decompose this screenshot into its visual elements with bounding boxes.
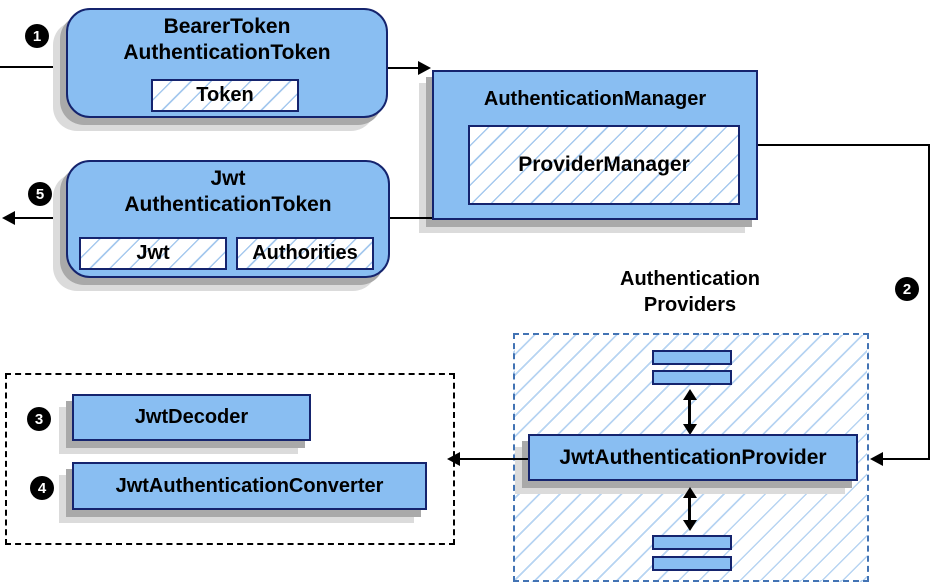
flow-line-manager-to-jwt <box>390 217 432 219</box>
bearer-token-title: BearerToken AuthenticationToken <box>66 14 388 66</box>
jwt-authentication-converter-label: JwtAuthenticationConverter <box>115 474 384 497</box>
bidirectional-arrow-bottom-up-icon <box>683 487 697 498</box>
provider-stack-bar <box>652 535 732 550</box>
jwt-authentication-converter-box: JwtAuthenticationConverter <box>72 462 427 510</box>
step-badge-1: 1 <box>25 24 49 48</box>
flow-line-to-manager <box>388 67 418 69</box>
token-chip: Token <box>151 79 299 112</box>
jwt-token-title-line2: AuthenticationToken <box>124 193 332 216</box>
providers-title-line1: Authentication <box>620 268 760 290</box>
provider-stack-bar <box>652 370 732 385</box>
bidirectional-arrow-top-down-icon <box>683 424 697 435</box>
token-chip-label: Token <box>196 84 254 106</box>
flow-line-step2-bottom <box>882 458 928 460</box>
provider-stack-bar <box>652 556 732 571</box>
providers-title: Authentication Providers <box>580 266 800 318</box>
authorities-chip: Authorities <box>236 237 374 270</box>
flow-line-step2-top <box>758 144 928 146</box>
bidirectional-arrow-bottom-down-icon <box>683 520 697 531</box>
step-badge-3: 3 <box>27 407 51 431</box>
jwt-authentication-provider-label: JwtAuthenticationProvider <box>559 445 827 469</box>
step-badge-2: 2 <box>895 277 919 301</box>
bearer-token-title-line2: AuthenticationToken <box>123 41 331 64</box>
arrowhead-to-manager-icon <box>418 61 431 75</box>
flow-line-in <box>0 66 66 68</box>
bidirectional-arrow-bottom-shaft <box>688 497 691 521</box>
provider-manager-label: ProviderManager <box>518 153 690 176</box>
flow-line-step2-vertical <box>928 144 930 460</box>
authentication-manager-title: AuthenticationManager <box>483 88 707 110</box>
jwt-authentication-provider-box: JwtAuthenticationProvider <box>528 434 858 481</box>
step-badge-5: 5 <box>28 182 52 206</box>
jwt-token-title-line1: Jwt <box>210 167 246 190</box>
flow-line-provider-to-decoder <box>459 458 528 460</box>
arrowhead-out-icon <box>2 211 15 225</box>
jwt-authentication-token-title: Jwt AuthenticationToken <box>66 166 390 218</box>
bearer-token-title-line1: BearerToken <box>163 15 291 38</box>
jwt-decoder-label: JwtDecoder <box>134 406 249 428</box>
providers-title-line2: Providers <box>643 294 737 316</box>
flow-line-out <box>14 217 66 219</box>
jwt-chip-label: Jwt <box>136 242 170 264</box>
bidirectional-arrow-top-shaft <box>688 399 691 425</box>
authorities-chip-label: Authorities <box>252 242 358 264</box>
jwt-chip: Jwt <box>79 237 227 270</box>
provider-manager-chip: ProviderManager <box>468 125 740 205</box>
arrowhead-to-provider-icon <box>870 452 883 466</box>
decoder-converter-group <box>5 373 455 545</box>
provider-stack-bar <box>652 350 732 365</box>
jwt-decoder-box: JwtDecoder <box>72 394 311 441</box>
bidirectional-arrow-top-up-icon <box>683 389 697 400</box>
step-badge-4: 4 <box>30 476 54 500</box>
